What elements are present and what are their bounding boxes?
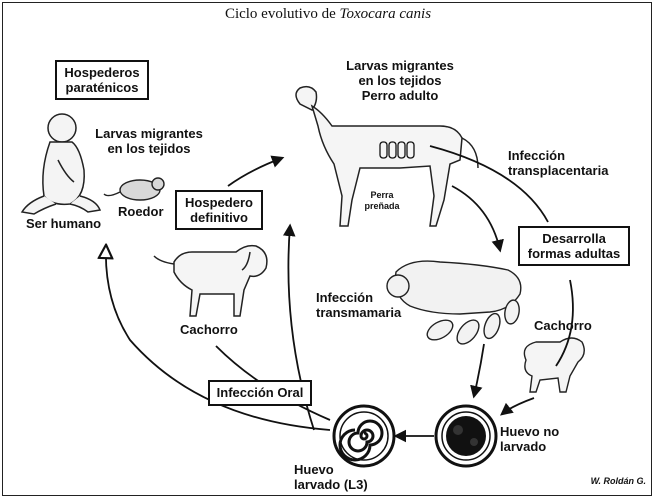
label-egg-larvated: Huevo larvado (L3) — [294, 462, 368, 492]
nursing-dogs-figure — [387, 261, 521, 348]
author-credit: W. Roldán G. — [591, 476, 646, 486]
label-human: Ser humano — [26, 216, 101, 231]
label-transmammary-infection: Infección transmamaria — [316, 290, 401, 320]
puppy-right-figure — [524, 338, 584, 392]
egg-unlarvated-figure — [436, 406, 496, 466]
label-pregnant-dog: Perra preñada — [352, 190, 412, 212]
label-migrating-larvae-human: Larvas migrantes en los tejidos — [84, 126, 214, 156]
label-rodent: Roedor — [118, 204, 164, 219]
box-adult-forms: Desarrolla formas adultas — [518, 226, 630, 266]
puppy-left-figure — [154, 246, 267, 316]
label-transplacental-infection: Infección transplacentaria — [508, 148, 608, 178]
label-puppy-left: Cachorro — [180, 322, 238, 337]
rodent-figure — [104, 178, 164, 200]
box-definitive-host: Hospedero definitivo — [175, 190, 263, 230]
egg-larvated-figure — [334, 406, 394, 466]
label-migrating-larvae-adult-dog: Larvas migrantes en los tejidos Perro ad… — [330, 58, 470, 103]
label-puppy-right: Cachorro — [534, 318, 592, 333]
box-paratenic-hosts: Hospederos paraténicos — [55, 60, 149, 100]
label-egg-unlarvated: Huevo no larvado — [500, 424, 559, 454]
box-oral-infection: Infección Oral — [208, 380, 312, 406]
